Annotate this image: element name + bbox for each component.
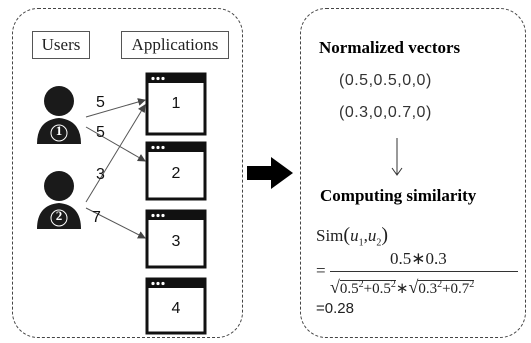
left-panel xyxy=(12,8,243,338)
application-4-icon xyxy=(145,277,207,335)
edge-weight-user1-app2: 5 xyxy=(96,124,105,141)
application-2-label: 2 xyxy=(171,165,181,182)
edge-weight-user2-app3: 7 xyxy=(92,209,101,226)
denominator: √0.52+0.52∗√0.32+0.72 xyxy=(330,277,475,297)
sim-prefix: Sim xyxy=(316,226,344,245)
vector-1: (0.5,0.5,0,0) xyxy=(339,72,432,89)
application-1-icon xyxy=(145,72,207,136)
similarity-expression: Sim(u1,u2) xyxy=(316,224,388,249)
equals-sign: = xyxy=(316,261,326,280)
user-1-icon xyxy=(37,86,81,144)
edge-weight-user1-app1: 5 xyxy=(96,94,105,111)
application-1-label: 1 xyxy=(171,95,181,112)
normalized-vectors-title: Normalized vectors xyxy=(319,38,461,57)
users-header: Users xyxy=(32,31,90,59)
edge-user2-app1 xyxy=(85,104,146,203)
fraction-bar xyxy=(330,271,518,272)
applications-header: Applications xyxy=(121,31,229,59)
similarity-result: =0.28 xyxy=(316,300,354,317)
application-3-label: 3 xyxy=(171,233,181,250)
edge-user1-app2 xyxy=(85,126,146,162)
edge-weight-user2-app1: 3 xyxy=(96,166,105,183)
sim-arg-2: u xyxy=(367,226,377,245)
application-4-label: 4 xyxy=(171,300,181,317)
computing-similarity-title: Computing similarity xyxy=(320,186,477,205)
sim-arg-1-index: 1 xyxy=(358,237,364,249)
edge-user2-app3 xyxy=(85,207,146,239)
user-2-badge: 2 xyxy=(55,208,63,223)
application-2-icon xyxy=(145,141,207,201)
user-2-icon xyxy=(37,171,81,229)
sim-arg-1: u xyxy=(350,226,359,245)
down-arrow-icon xyxy=(391,138,403,176)
edge-user1-app1 xyxy=(85,98,146,118)
user-1-badge: 1 xyxy=(55,123,63,138)
application-3-icon xyxy=(145,209,207,269)
sim-arg-2-index: 2 xyxy=(376,237,382,249)
numerator: 0.5∗0.3 xyxy=(390,249,447,268)
right-panel xyxy=(300,8,526,338)
transition-arrow-icon xyxy=(247,157,293,189)
vector-2: (0.3,0,0.7,0) xyxy=(339,104,432,121)
